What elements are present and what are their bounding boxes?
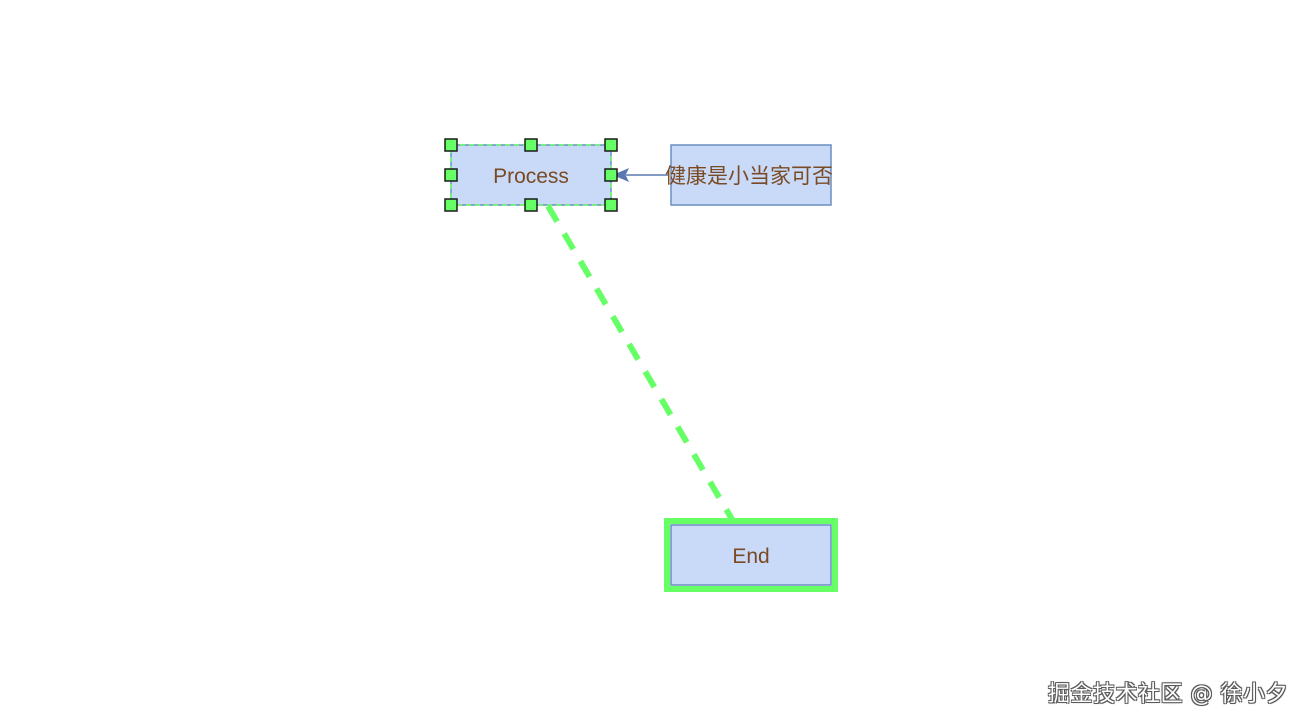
resize-handle-se[interactable]	[604, 198, 618, 212]
edge-side-to-process[interactable]	[612, 168, 668, 182]
selection-handles[interactable]	[444, 138, 618, 212]
arrowhead-icon	[612, 168, 630, 182]
side-node-box[interactable]	[670, 144, 832, 206]
resize-handle-n[interactable]	[524, 138, 538, 152]
process-node[interactable]: Process	[450, 144, 612, 206]
resize-handle-e[interactable]	[604, 168, 618, 182]
resize-handle-s[interactable]	[524, 198, 538, 212]
end-node-box[interactable]	[670, 524, 832, 586]
resize-handle-ne[interactable]	[604, 138, 618, 152]
resize-handle-w[interactable]	[444, 168, 458, 182]
edge-process-to-end[interactable]	[545, 204, 736, 523]
resize-handle-nw[interactable]	[444, 138, 458, 152]
process-node-label: Process	[493, 165, 569, 188]
side-node-label: 健康是小当家可否	[665, 165, 833, 188]
end-node-label: End	[732, 545, 769, 568]
process-node-box[interactable]	[450, 144, 612, 206]
end-node[interactable]: End	[664, 518, 838, 592]
watermark-text: 掘金技术社区 @ 徐小夕	[1048, 682, 1288, 707]
side-node[interactable]: 健康是小当家可否	[665, 144, 833, 206]
end-node-highlight	[664, 518, 838, 592]
resize-handle-sw[interactable]	[444, 198, 458, 212]
